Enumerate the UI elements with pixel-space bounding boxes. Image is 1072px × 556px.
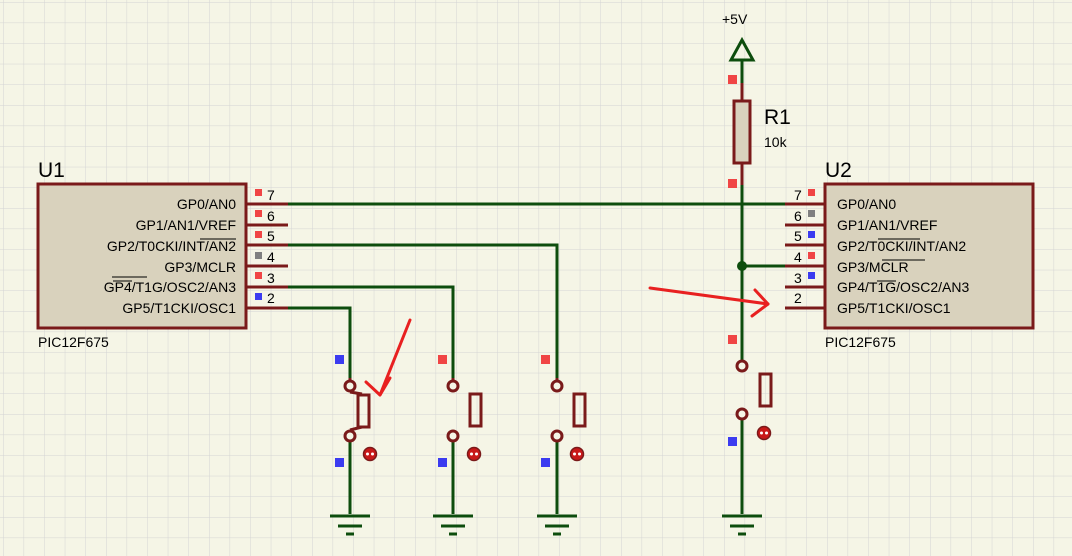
button-plunger <box>356 393 371 429</box>
u2-pin-number: 2 <box>794 290 802 306</box>
pin-state-marker <box>255 189 262 196</box>
pin-state-marker <box>808 272 815 279</box>
resistor-r1[interactable]: R1 10k <box>728 75 791 188</box>
annotation-arrow-gp5 <box>648 286 770 318</box>
pin-state-marker <box>728 179 737 188</box>
pin-state-marker <box>335 355 344 364</box>
ground-symbol <box>433 514 473 536</box>
pin-state-marker <box>808 231 815 238</box>
wire-gp2-net <box>288 243 559 382</box>
pin-state-marker <box>255 231 262 238</box>
pin-state-marker <box>438 355 447 364</box>
power-terminal[interactable]: +5V <box>722 11 756 64</box>
press-handle-icon[interactable] <box>569 446 585 462</box>
pushbutton-sw1[interactable] <box>335 355 378 467</box>
u2-pin-gp1[interactable]: 6 GP1/AN1/VREF <box>785 208 937 233</box>
pin-state-marker <box>255 252 262 259</box>
button-plunger <box>572 392 587 428</box>
pin-state-marker <box>808 210 815 217</box>
pin-state-marker <box>335 458 344 467</box>
u2-pin-name: GP1/AN1/VREF <box>837 217 937 233</box>
pin-state-marker <box>728 437 737 446</box>
u1-pin-gp0[interactable]: 7 GP0/AN0 <box>177 187 288 212</box>
pin-state-marker <box>728 335 737 344</box>
u2-pin-gp3[interactable]: 4 GP3/MCLR <box>785 249 925 275</box>
u1-pin-gp3[interactable]: 4 GP3/MCLR <box>112 249 288 278</box>
u2-pin-number: 4 <box>794 249 802 265</box>
u2-pin-name: GP5/T1CKI/OSC1 <box>837 300 951 316</box>
u2-pin-gp2[interactable]: 5 GP2/T0CKI/INT/AN2 <box>785 228 966 254</box>
ground-symbol <box>330 514 370 536</box>
chip-u1[interactable]: U1 PIC12F675 7 GP0/AN0 6 GP1/AN1/VREF 5 … <box>36 159 288 350</box>
u1-ref-label: U1 <box>38 159 65 182</box>
pin-state-marker <box>728 75 737 84</box>
ground-symbol <box>537 514 577 536</box>
u2-ref-label: U2 <box>825 159 852 182</box>
press-handle-icon[interactable] <box>466 446 482 462</box>
u1-pin-gp2[interactable]: 5 GP2/T0CKI/INT/AN2 <box>107 228 288 254</box>
u2-pin-gp5[interactable]: 2 GP5/T1CKI/OSC1 <box>785 290 951 316</box>
pin-state-marker <box>541 458 550 467</box>
resistor-ref-label: R1 <box>764 106 791 129</box>
u1-pin-name: GP0/AN0 <box>177 196 236 212</box>
pin-state-marker <box>255 210 262 217</box>
u1-pin-number: 4 <box>267 249 275 265</box>
u2-pin-name: GP3/MCLR <box>837 259 909 275</box>
chip-u2[interactable]: U2 PIC12F675 7 GP0/AN0 6 GP1/AN1/VREF 5 … <box>785 159 1035 350</box>
u1-pin-gp5[interactable]: 2 GP5/T1CKI/OSC1 <box>122 290 288 316</box>
pin-state-marker <box>808 252 815 259</box>
pin-state-marker <box>808 189 815 196</box>
annotation-arrow-button <box>364 318 412 397</box>
junction-dot <box>737 261 747 271</box>
pin-state-marker <box>541 355 550 364</box>
u2-pin-number: 5 <box>794 228 802 244</box>
u2-pin-number: 7 <box>794 187 802 203</box>
u1-part-label: PIC12F675 <box>38 334 109 350</box>
u2-pin-name: GP0/AN0 <box>837 196 896 212</box>
u2-pin-number: 6 <box>794 208 802 224</box>
u1-pin-number: 5 <box>267 228 275 244</box>
button-plunger <box>758 372 773 408</box>
ground-symbol <box>722 514 762 536</box>
u2-pin-number: 3 <box>794 270 802 286</box>
u2-part-label: PIC12F675 <box>825 334 896 350</box>
u1-body <box>36 182 248 330</box>
u1-pin-number: 7 <box>267 187 275 203</box>
u1-pin-name: GP2/T0CKI/INT/AN2 <box>107 238 236 254</box>
u1-pin-name: GP1/AN1/VREF <box>136 217 236 233</box>
u1-pin-gp4[interactable]: 3 GP4/T1G/OSC2/AN3 <box>104 270 288 295</box>
u2-pin-name: GP2/T0CKI/INT/AN2 <box>837 238 966 254</box>
power-label: +5V <box>722 11 748 27</box>
pushbutton-sw4[interactable] <box>728 335 773 446</box>
press-handle-icon[interactable] <box>756 425 772 441</box>
wire-gp4-net <box>288 285 455 382</box>
resistor-body <box>732 99 752 165</box>
press-handle-icon[interactable] <box>362 446 378 462</box>
wires <box>288 63 785 514</box>
u1-pin-name: GP5/T1CKI/OSC1 <box>122 300 236 316</box>
u2-pin-name: GP4/T1G/OSC2/AN3 <box>837 279 969 295</box>
wire-gp5-net <box>288 306 352 382</box>
u2-body <box>823 182 1035 330</box>
pin-state-marker <box>255 272 262 279</box>
u2-pin-gp0[interactable]: 7 GP0/AN0 <box>785 187 896 212</box>
u1-pin-name: GP3/MCLR <box>164 259 236 275</box>
u1-pin-number: 2 <box>267 290 275 306</box>
u1-pin-number: 6 <box>267 208 275 224</box>
pin-state-marker <box>438 458 447 467</box>
u1-pin-name: GP4/T1G/OSC2/AN3 <box>104 279 236 295</box>
pushbutton-sw2[interactable] <box>438 355 483 467</box>
u1-pin-number: 3 <box>267 270 275 286</box>
u2-pin-gp4[interactable]: 3 GP4/T1G/OSC2/AN3 <box>785 270 969 295</box>
pushbutton-sw3[interactable] <box>541 355 587 467</box>
pin-state-marker <box>255 293 262 300</box>
u1-pin-gp1[interactable]: 6 GP1/AN1/VREF <box>136 208 288 233</box>
resistor-value-label: 10k <box>764 134 788 150</box>
